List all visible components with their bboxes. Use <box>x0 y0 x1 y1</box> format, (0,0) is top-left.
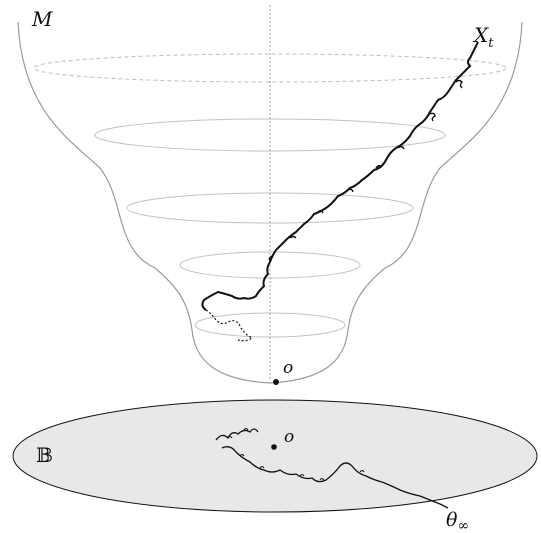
origin-label-disk: o <box>284 427 294 447</box>
process-label-subscript: t <box>488 36 494 51</box>
origin-label-surface: o <box>283 358 293 378</box>
manifold-surface <box>17 5 523 384</box>
brownian-path-wiggle-a <box>268 79 463 262</box>
disk-ellipse <box>12 399 538 513</box>
process-label: Xt <box>472 23 494 51</box>
disk-label: 𝔹 <box>36 443 53 467</box>
origin-point-surface <box>273 379 279 385</box>
origin-point-disk <box>271 444 277 450</box>
brownian-path-main <box>201 41 479 311</box>
limit-angle-subscript: ∞ <box>457 518 469 533</box>
disk-brownian-wiggle <box>227 428 365 481</box>
surface-left-outline <box>17 21 271 384</box>
disk: 𝔹 o θ∞ <box>12 399 538 533</box>
surface-path <box>201 41 479 342</box>
level-ring-1 <box>33 53 507 83</box>
manifold-label: M <box>31 7 53 31</box>
disk-brownian-path <box>215 428 449 509</box>
limit-angle-main: θ <box>446 509 458 531</box>
process-label-main: X <box>472 23 489 47</box>
brownian-path-hidden <box>205 309 254 342</box>
limit-angle-label: θ∞ <box>446 509 469 533</box>
surface-right-outline <box>269 21 523 384</box>
